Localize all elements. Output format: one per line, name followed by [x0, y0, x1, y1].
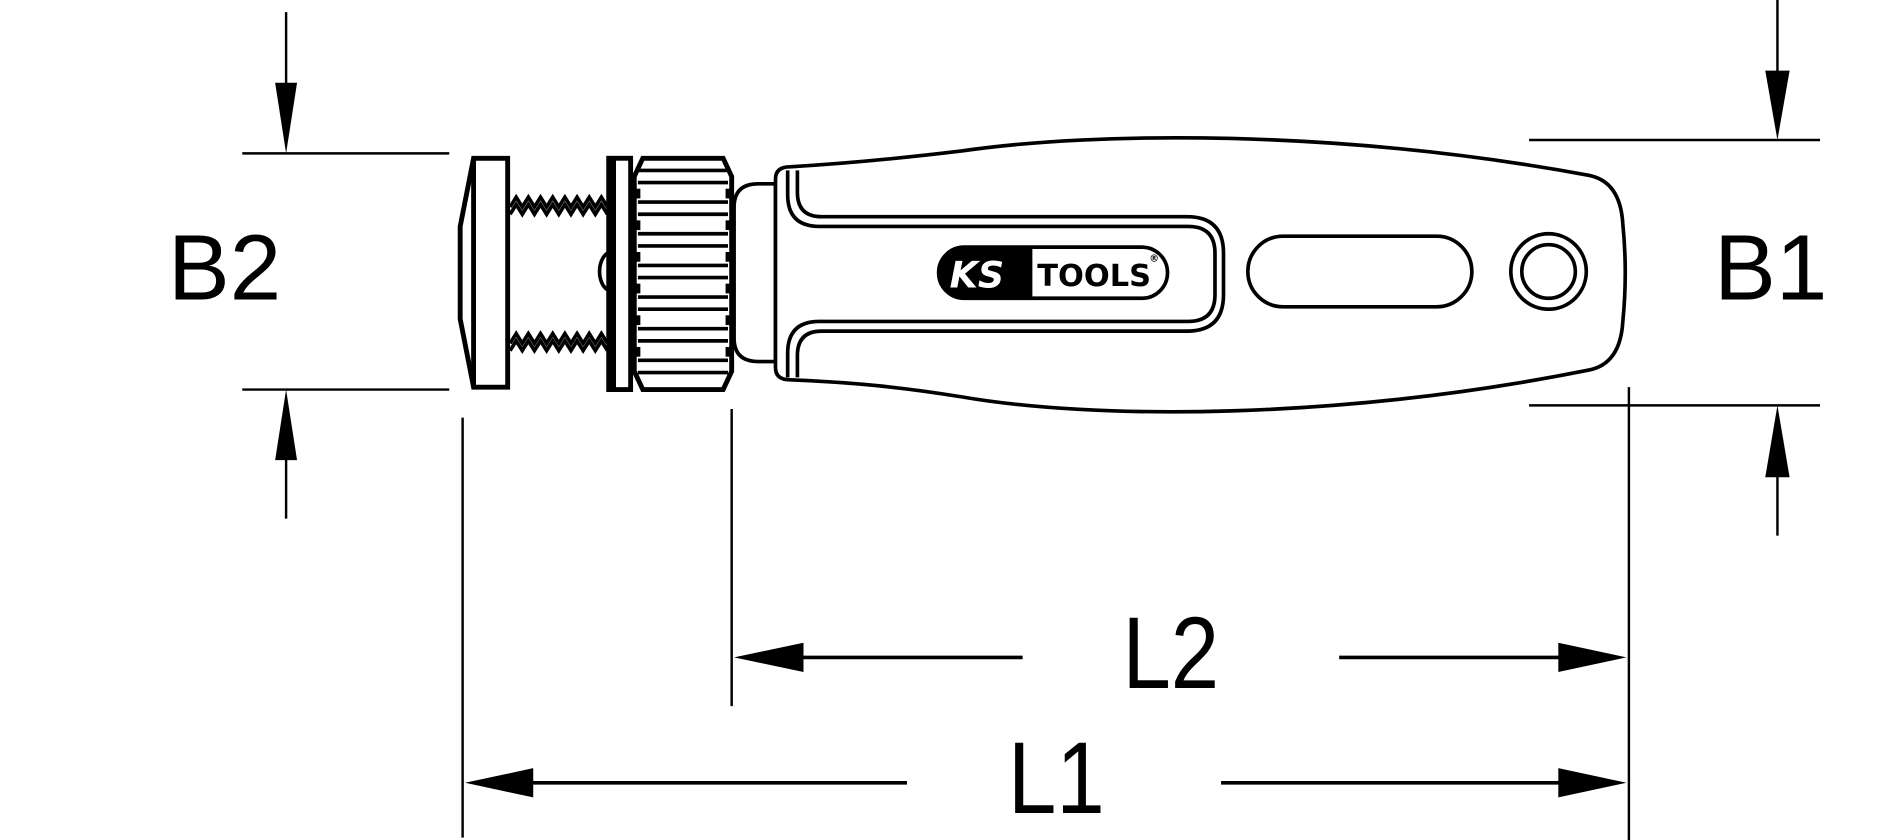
- b2-arrow-down-icon: [275, 82, 298, 154]
- tool-head-plate: [457, 155, 511, 390]
- b1-dimension: [1529, 0, 1821, 536]
- handle-body: [773, 135, 1628, 414]
- logo-tools: TOOLS: [1037, 259, 1151, 294]
- l1-dimension: [465, 768, 1627, 798]
- logo-ks: KS: [950, 253, 1005, 296]
- threaded-studs: [508, 193, 610, 355]
- knurled-nut: [631, 155, 735, 392]
- b2-arrow-up-icon: [275, 389, 298, 461]
- l1-label: L1: [1008, 722, 1105, 836]
- l1-arrow-left-icon: [465, 768, 534, 798]
- center-boss: [597, 251, 609, 292]
- b1-label: B1: [1714, 215, 1827, 319]
- brand-logo: KS TOOLS ®: [936, 245, 1170, 301]
- l2-arrow-left-icon: [734, 642, 804, 672]
- l2-label: L2: [1122, 596, 1219, 710]
- b1-arrow-up-icon: [1765, 405, 1790, 478]
- handle-oblong-window: [1246, 234, 1474, 309]
- l2-dimension: [734, 642, 1627, 672]
- l1-arrow-right-icon: [1558, 768, 1627, 798]
- logo-registered-mark: ®: [1149, 254, 1159, 265]
- b2-dimension: [242, 12, 450, 519]
- b2-label: B2: [168, 215, 281, 319]
- extension-lines: [461, 387, 1631, 840]
- handle-hang-hole-inner: [1519, 242, 1578, 301]
- handle-ferrule: [732, 182, 778, 364]
- l2-arrow-right-icon: [1558, 642, 1627, 672]
- b1-arrow-down-icon: [1765, 70, 1790, 140]
- tool-washer: [606, 155, 634, 392]
